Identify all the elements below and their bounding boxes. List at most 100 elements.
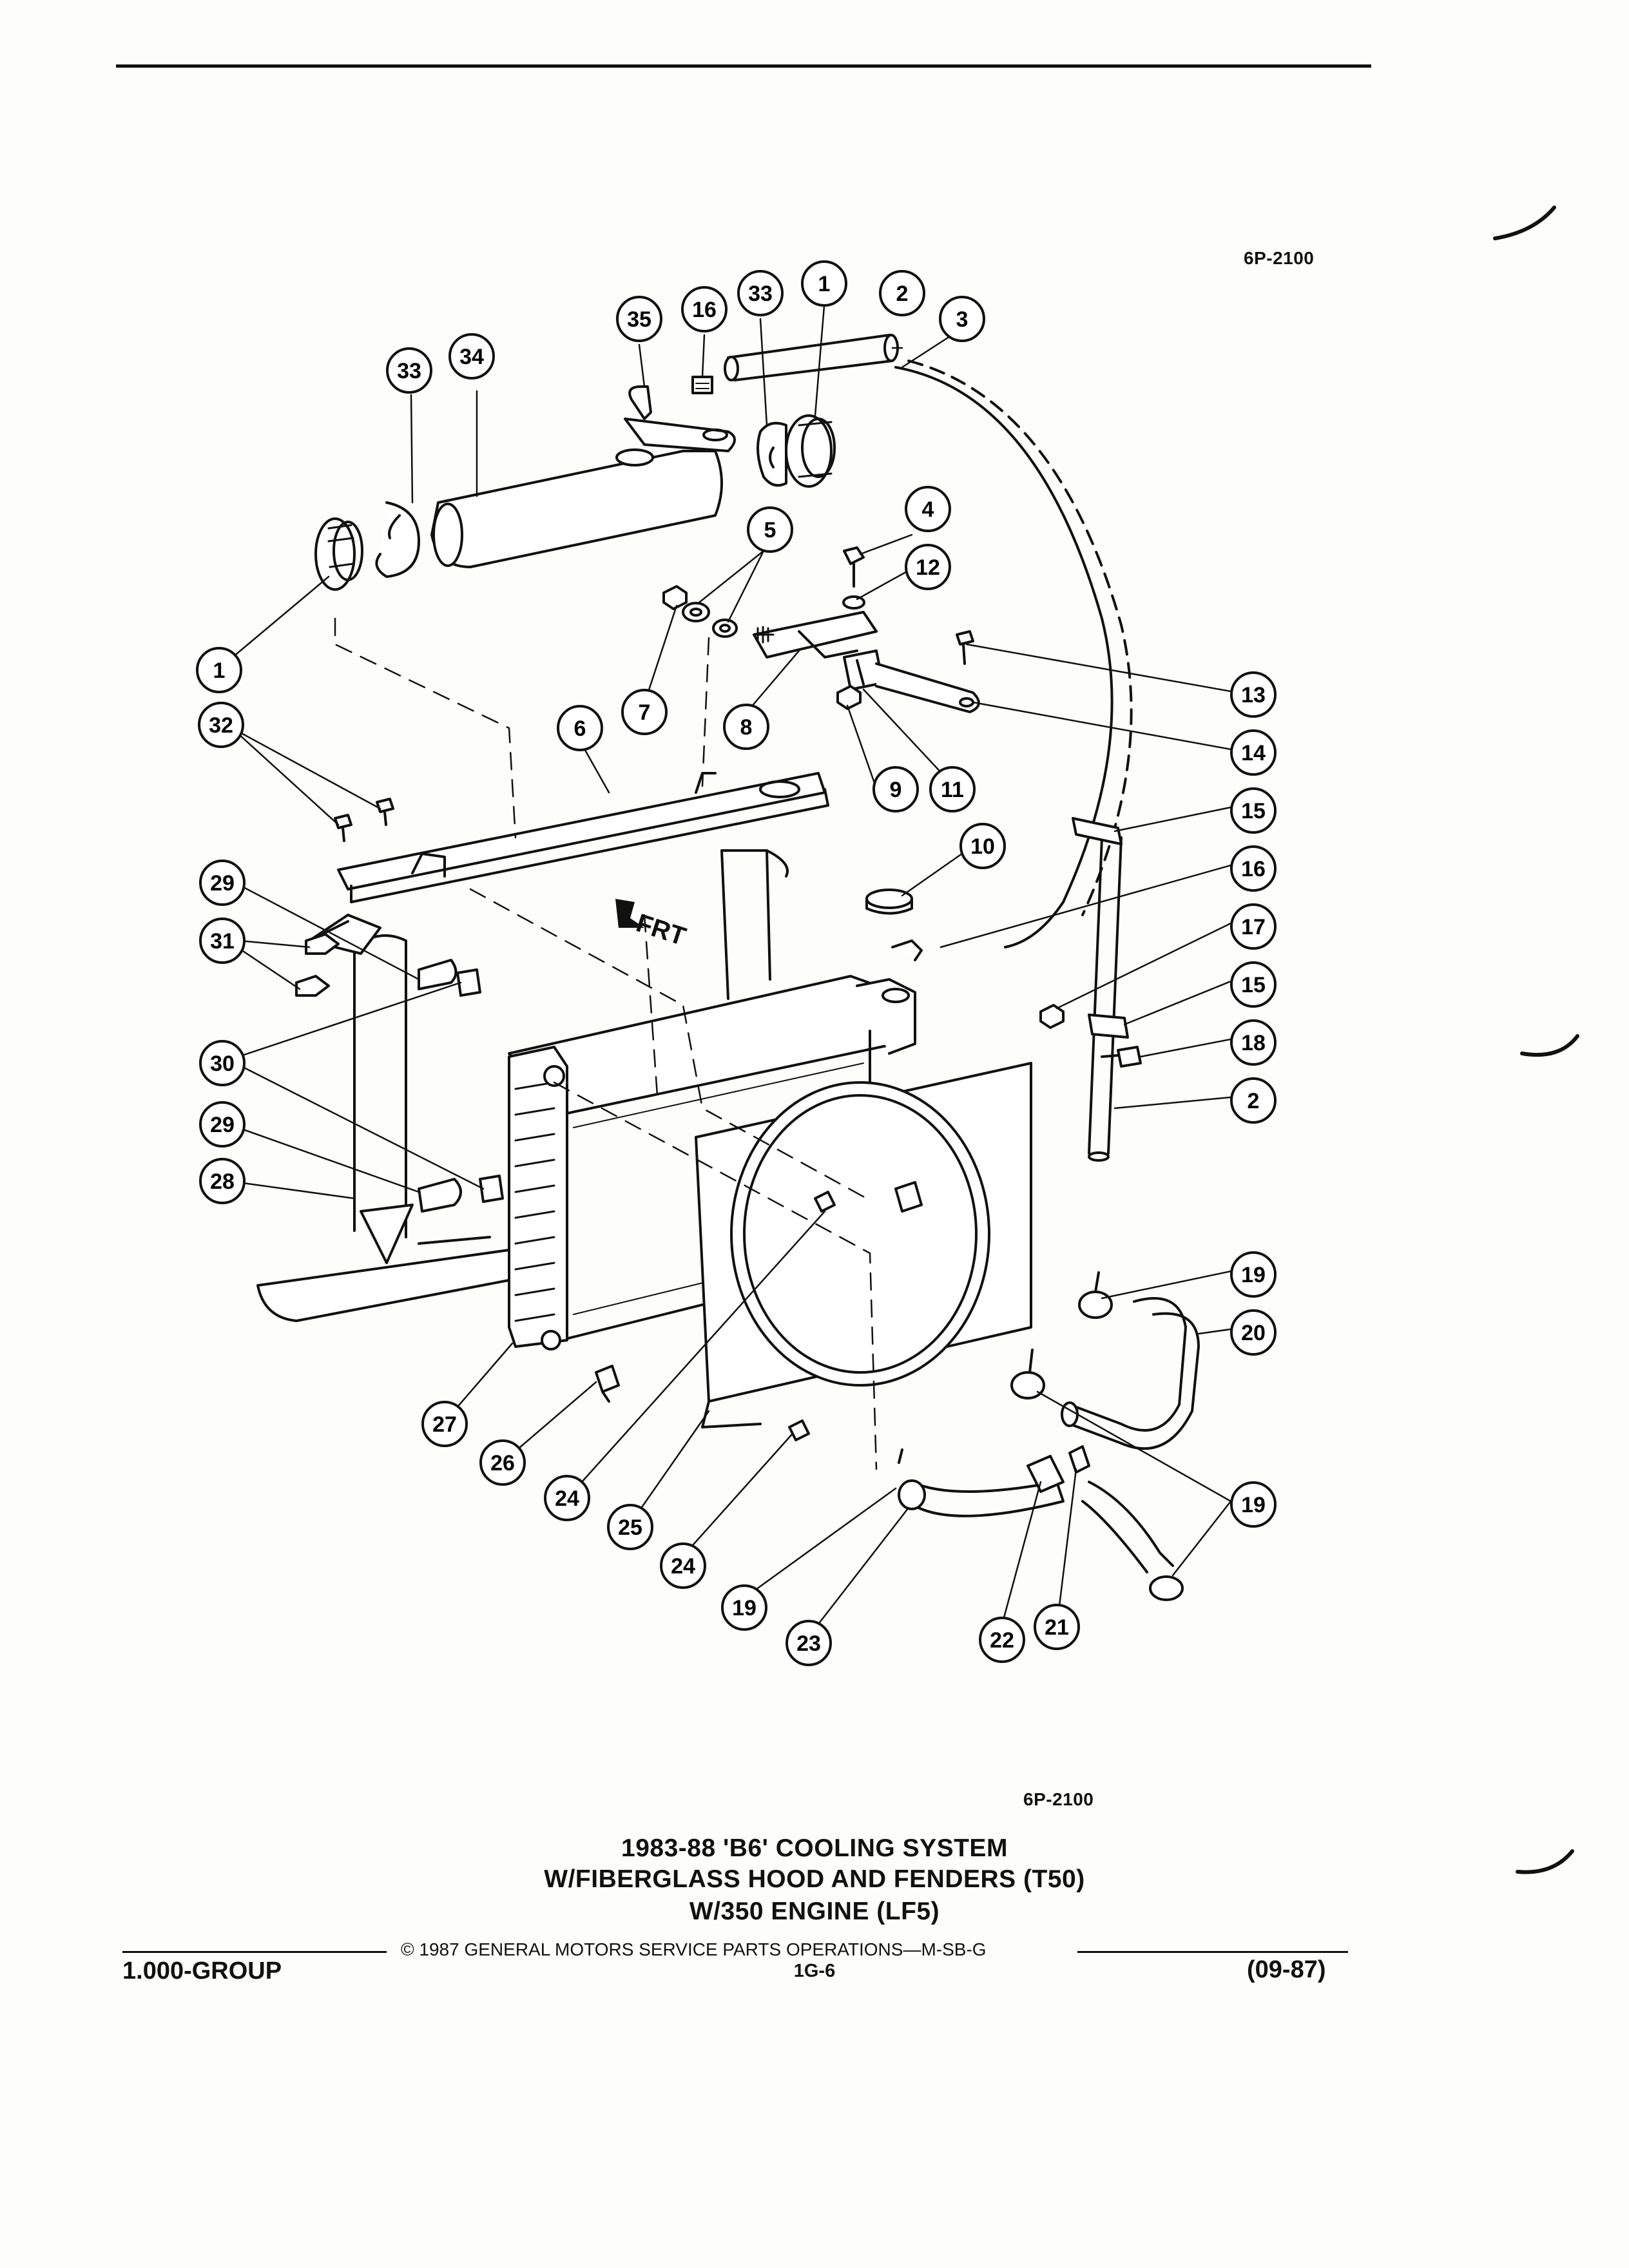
hose-coupling-33-left [375, 501, 420, 578]
callout-31: 31 [199, 918, 246, 964]
support-base-28 [256, 1204, 522, 1322]
callout-28: 28 [199, 1158, 246, 1204]
nut-17 [1039, 1004, 1065, 1029]
callout-34: 34 [448, 333, 495, 380]
callout-19: 19 [721, 1584, 767, 1631]
shroud-bolt-24-lower [788, 1419, 810, 1441]
lower-hose-20 [1061, 1297, 1200, 1450]
svg-text:10: 10 [970, 834, 995, 859]
svg-text:23: 23 [796, 1631, 821, 1656]
tee-fitting-22 [1027, 1455, 1065, 1493]
svg-text:15: 15 [1241, 973, 1266, 997]
callout-16: 16 [681, 286, 728, 332]
svg-text:31: 31 [210, 929, 235, 954]
hose-clamp-19-d [1149, 1575, 1184, 1601]
svg-text:19: 19 [1241, 1493, 1266, 1517]
upper-tube-34 [430, 448, 723, 568]
callout-10: 10 [959, 823, 1006, 869]
callout-33: 33 [737, 270, 784, 316]
front-direction-label: FRT [633, 908, 689, 951]
insulator-29-upper [418, 959, 458, 990]
svg-text:15: 15 [1241, 799, 1266, 823]
footer-rule-left [122, 1951, 387, 1953]
radiator-support-6 [337, 772, 829, 903]
svg-text:35: 35 [627, 307, 651, 332]
callout-25: 25 [607, 1504, 653, 1550]
svg-text:29: 29 [210, 871, 235, 896]
svg-text:16: 16 [1241, 857, 1266, 881]
callout-15: 15 [1230, 787, 1277, 834]
callout-20: 20 [1230, 1309, 1277, 1356]
heater-return-hose [1081, 1481, 1174, 1573]
callout-29: 29 [199, 1101, 246, 1148]
svg-text:24: 24 [555, 1486, 579, 1511]
callout-23: 23 [786, 1620, 832, 1666]
date-code: (09-87) [1247, 1956, 1326, 1983]
radiator-left-tank [508, 1046, 568, 1350]
margin-binding-marks [1493, 206, 1579, 1874]
hose-clamp-1-left [314, 517, 363, 591]
bushing-31-lower [295, 975, 330, 997]
svg-text:26: 26 [490, 1451, 515, 1475]
strap-14 [875, 662, 980, 713]
hose-clamp-19-b [1010, 1349, 1045, 1399]
callout-32: 32 [198, 702, 244, 748]
outlet-fitting [894, 1181, 923, 1213]
radiator-filler-neck [891, 939, 923, 961]
stud-bolt-7 [753, 626, 775, 644]
callout-26: 26 [479, 1439, 526, 1486]
hose-clamp-19-a [1078, 1271, 1113, 1319]
retainer-30-upper [456, 968, 481, 997]
svg-text:19: 19 [732, 1596, 757, 1620]
callout-15: 15 [1230, 961, 1277, 1008]
svg-text:4: 4 [922, 497, 934, 522]
svg-text:6: 6 [574, 716, 586, 741]
callout-14: 14 [1230, 729, 1277, 776]
retainer-30-lower [479, 1175, 504, 1203]
hose-clamp-19-c [898, 1448, 903, 1464]
nut-9 [836, 685, 862, 710]
callout-29: 29 [199, 860, 246, 906]
svg-text:29: 29 [210, 1113, 235, 1137]
callout-6: 6 [557, 705, 603, 751]
washers-5 [682, 602, 738, 638]
bolt-13 [956, 630, 974, 665]
svg-text:13: 13 [1241, 683, 1266, 707]
figure-reference-bottom: 6P-2100 [1023, 1789, 1094, 1809]
figure-caption-line-1: 1983-88 'B6' COOLING SYSTEM [621, 1834, 1008, 1862]
svg-text:16: 16 [692, 298, 717, 322]
page-number: 1G-6 [793, 1961, 836, 1981]
alignment-lines [334, 617, 878, 1470]
callout-22: 22 [979, 1617, 1025, 1663]
fan-shroud-25 [695, 1062, 1032, 1428]
figure-caption-line-2: W/FIBERGLASS HOOD AND FENDERS (T50) [544, 1865, 1085, 1893]
callout-27: 27 [421, 1401, 468, 1447]
clip-15-lower [1088, 1014, 1129, 1039]
radiator-cap-10 [865, 889, 913, 915]
clip-15-top [1072, 817, 1123, 845]
callout-7: 7 [621, 689, 668, 735]
callout-5: 5 [747, 506, 793, 553]
bracket-8 [753, 611, 878, 658]
bolt-4 [843, 546, 865, 588]
svg-text:21: 21 [1045, 1615, 1069, 1640]
figure-reference-top: 6P-2100 [1244, 248, 1315, 268]
bypass-fitting-35 [624, 385, 736, 452]
header-rule [116, 64, 1371, 68]
front-direction-arrow: FRT [615, 899, 689, 951]
svg-text:2: 2 [896, 282, 909, 306]
bolt-18 [1101, 1046, 1142, 1068]
overflow-hose-3 [894, 360, 1133, 948]
hose-clamp-1-right [785, 414, 836, 488]
fitting-21 [1068, 1445, 1090, 1474]
svg-text:17: 17 [1241, 915, 1266, 939]
svg-text:33: 33 [397, 359, 421, 383]
svg-text:24: 24 [671, 1554, 695, 1579]
callout-8: 8 [723, 704, 769, 750]
hose-clamp-16-top [691, 376, 713, 394]
bushing-31-upper [305, 933, 340, 955]
hose-coupling-33-right [757, 421, 787, 487]
drain-cock-26 [595, 1365, 620, 1403]
overflow-hose-2-vertical [1088, 836, 1123, 1162]
